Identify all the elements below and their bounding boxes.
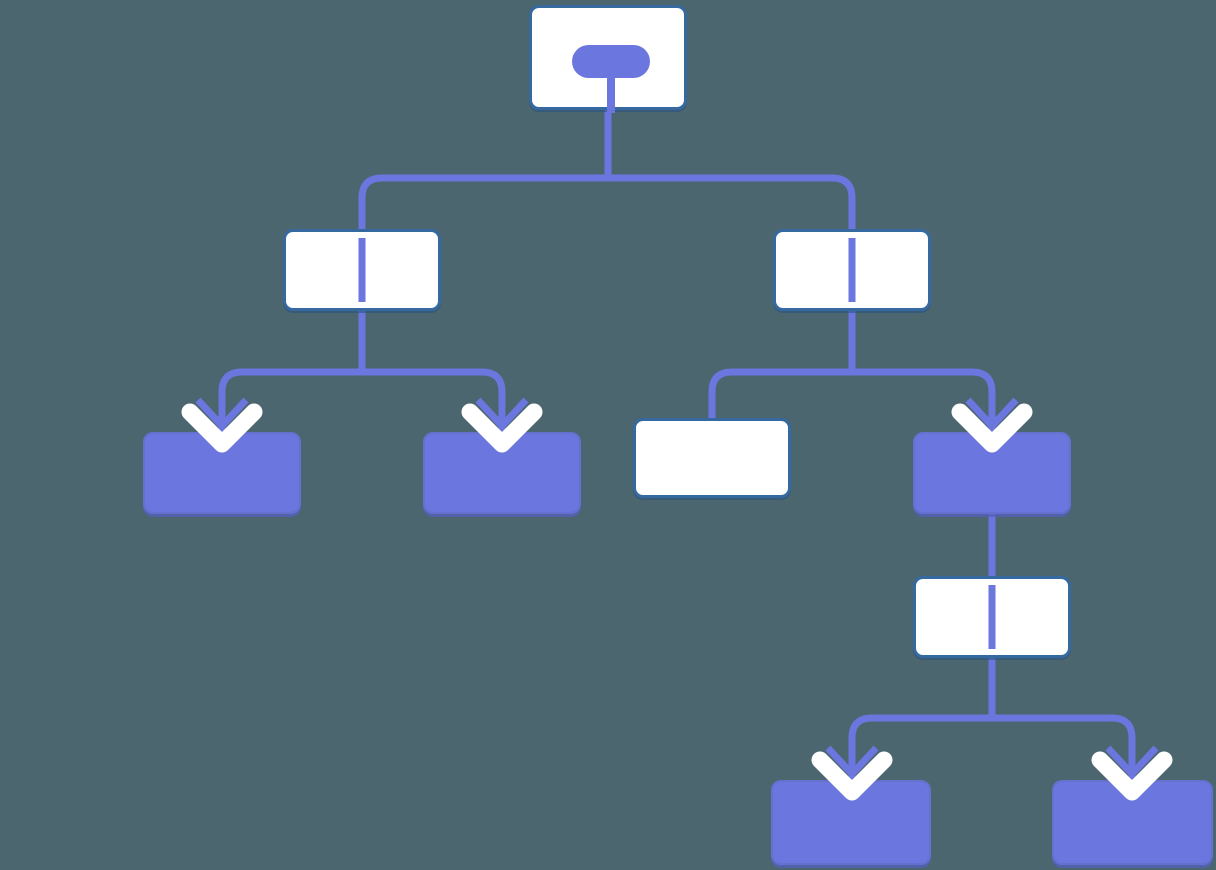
node-l3a[interactable] — [913, 576, 1071, 658]
node-l4b[interactable] — [1052, 780, 1213, 865]
node-l4a[interactable] — [771, 780, 931, 865]
root-node-stem — [607, 73, 615, 113]
node-l2a[interactable] — [143, 432, 301, 514]
node-l2c[interactable] — [633, 418, 791, 498]
node-root[interactable] — [529, 5, 687, 113]
node-l2b[interactable] — [423, 432, 581, 514]
node-l2d[interactable] — [913, 432, 1071, 514]
node-l1a[interactable] — [283, 229, 441, 311]
node-l1b[interactable] — [773, 229, 931, 311]
